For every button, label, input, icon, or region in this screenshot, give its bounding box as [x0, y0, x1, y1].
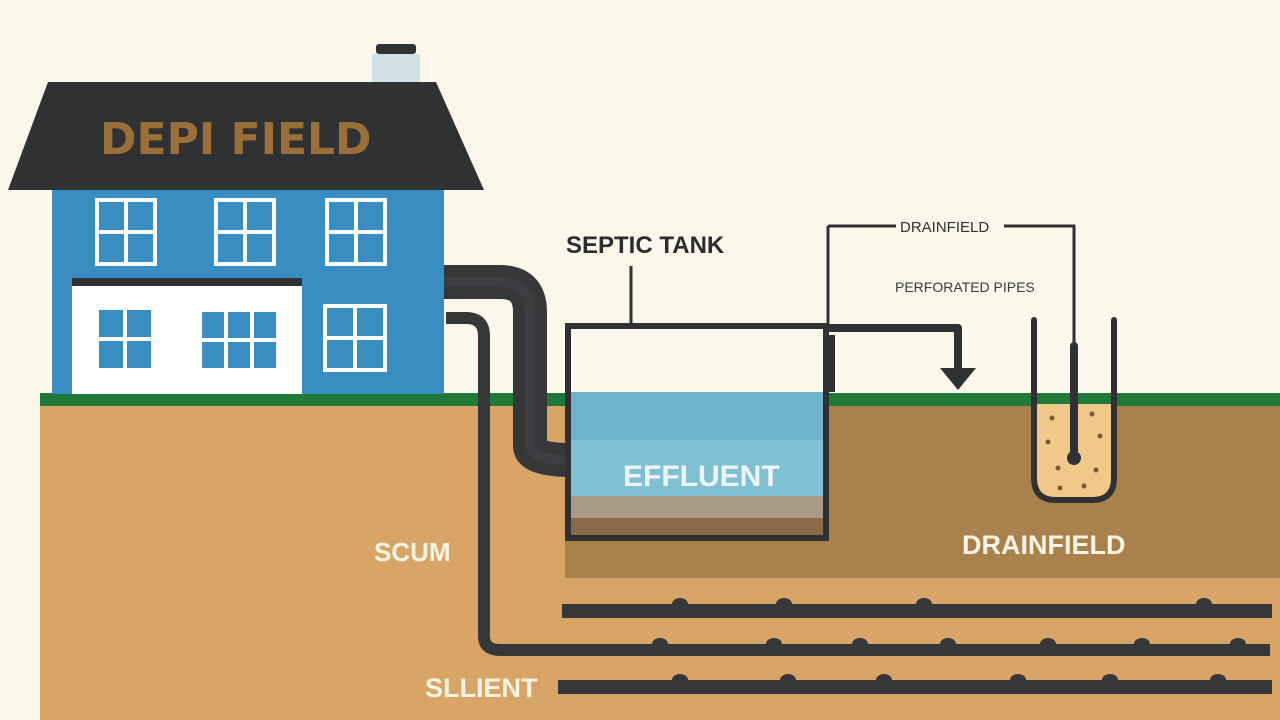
roof — [8, 82, 484, 190]
window-lower-2 — [198, 308, 280, 372]
drainfield-label: DRAINFIELD — [962, 530, 1126, 560]
underground-pipe — [446, 312, 1270, 656]
tank-sludge-top — [570, 496, 824, 518]
house-outlet-pipe-highlight — [444, 277, 571, 465]
arrow-down-icon — [940, 368, 976, 390]
house — [8, 44, 484, 394]
drain-well — [1031, 317, 1117, 503]
tank-sludge — [570, 518, 824, 536]
porch-trim — [72, 278, 302, 286]
gravel-dots — [1045, 411, 1103, 491]
tank-water-lower — [570, 440, 824, 496]
scum-label: SCUM — [374, 537, 451, 567]
tank-empty — [570, 328, 824, 392]
drain-well-outline — [1031, 317, 1117, 503]
drain-line-3 — [558, 674, 1272, 694]
drain-line-1 — [562, 598, 1272, 618]
window-upper-1 — [95, 198, 157, 266]
septic-tank — [565, 323, 829, 541]
outflow-pipe — [826, 324, 962, 372]
window-upper-2 — [214, 198, 276, 266]
septic-tank-label: SEPTIC TANK — [566, 232, 725, 259]
effluent-label: EFFLUENT — [623, 460, 780, 493]
house-outlet-pipe — [444, 265, 571, 477]
roof-sign-label: DEPI FIELD — [100, 114, 372, 165]
tank-outline — [565, 323, 829, 541]
chimney-cap — [376, 44, 416, 54]
drain-line-2 — [652, 638, 1246, 644]
window-lower-1 — [95, 306, 155, 372]
sllient-label: SLLIENT — [425, 673, 538, 703]
drain-well-pipe-end — [1067, 451, 1081, 465]
window-lower-3 — [323, 304, 387, 372]
window-upper-3 — [325, 198, 387, 266]
drainfield-callout-label: DRAINFIELD — [900, 219, 990, 236]
perforated-pipes-label: PERFORATED PIPES — [895, 279, 1035, 295]
